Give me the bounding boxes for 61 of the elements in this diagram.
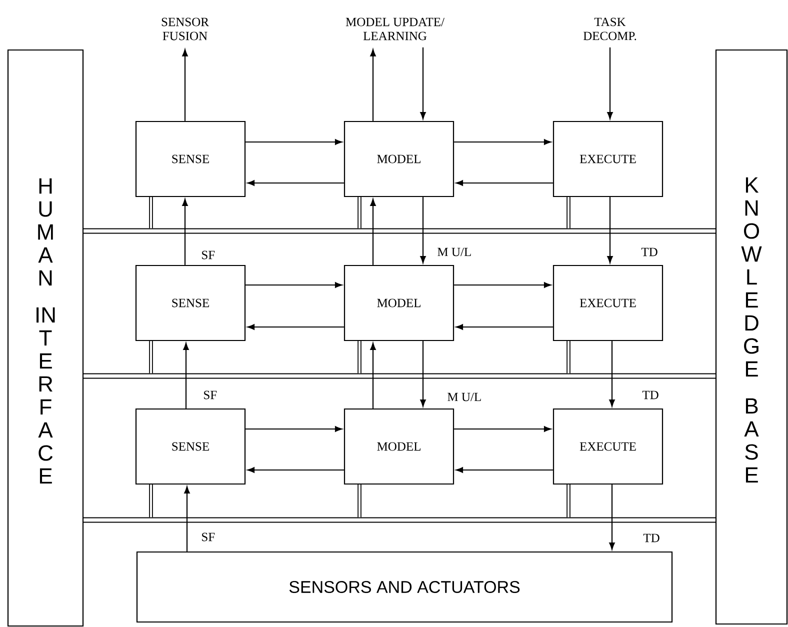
arrow bbox=[370, 49, 376, 121]
side-panel: KNOWLEDGE BASE bbox=[715, 49, 788, 625]
arrow bbox=[247, 324, 344, 330]
arrow bbox=[420, 47, 426, 120]
arrow bbox=[184, 486, 190, 552]
flow-label: TASK DECOMP. bbox=[583, 18, 636, 40]
process-box: EXECUTE bbox=[552, 408, 664, 485]
bus-bar bbox=[82, 373, 716, 379]
bus-connector bbox=[149, 341, 153, 374]
process-box: EXECUTE bbox=[552, 120, 664, 198]
edge-label: TD bbox=[640, 246, 659, 258]
bus-connector bbox=[358, 484, 362, 518]
arrow bbox=[246, 282, 342, 288]
arrow bbox=[456, 180, 553, 186]
bus-connector bbox=[149, 197, 153, 228]
edge-label: SF bbox=[200, 532, 216, 542]
bus-connector bbox=[566, 197, 570, 228]
process-box: SENSE bbox=[135, 264, 246, 342]
edge-label: M U/L bbox=[436, 246, 473, 258]
arrow bbox=[370, 198, 376, 265]
arrow bbox=[246, 139, 342, 145]
edge-label: SF bbox=[202, 390, 218, 400]
arrow bbox=[609, 484, 615, 550]
arrow bbox=[182, 198, 188, 265]
arrow bbox=[370, 342, 376, 408]
edge-label: M U/L bbox=[446, 392, 483, 402]
flow-label: SENSOR FUSION bbox=[162, 18, 209, 40]
bus-connector bbox=[358, 341, 362, 374]
bus-connector bbox=[149, 484, 153, 518]
arrow bbox=[182, 49, 188, 121]
arrow bbox=[247, 180, 344, 186]
device-box: SENSORS AND ACTUATORS bbox=[136, 551, 673, 623]
arrow bbox=[420, 197, 426, 264]
arrow bbox=[246, 426, 342, 432]
edge-label: TD bbox=[641, 390, 660, 400]
bus-bar bbox=[82, 517, 716, 523]
arrow bbox=[456, 324, 553, 330]
side-panel: HUMAN INTERFACE bbox=[7, 49, 84, 627]
arrow bbox=[247, 467, 344, 473]
arrow bbox=[454, 139, 552, 145]
bus-connector bbox=[358, 197, 362, 228]
process-box: EXECUTE bbox=[552, 264, 664, 342]
arrow bbox=[609, 341, 615, 407]
bus-connector bbox=[566, 484, 570, 518]
process-box: SENSE bbox=[135, 120, 246, 198]
process-box: SENSE bbox=[135, 408, 246, 485]
process-box: MODEL bbox=[344, 408, 454, 485]
arrow bbox=[183, 342, 189, 408]
arrow bbox=[454, 282, 552, 288]
arrow bbox=[607, 197, 613, 264]
process-box: MODEL bbox=[344, 264, 454, 342]
bus-connector bbox=[566, 341, 570, 374]
arrow bbox=[454, 426, 552, 432]
edge-label: SF bbox=[200, 250, 216, 260]
arrow bbox=[607, 47, 613, 120]
bus-bar bbox=[82, 228, 716, 234]
edge-label: TD bbox=[642, 532, 661, 544]
arrow bbox=[420, 341, 426, 407]
flow-label: MODEL UPDATE/ LEARNING bbox=[346, 18, 444, 40]
process-box: MODEL bbox=[344, 120, 454, 198]
arrow bbox=[456, 467, 553, 473]
